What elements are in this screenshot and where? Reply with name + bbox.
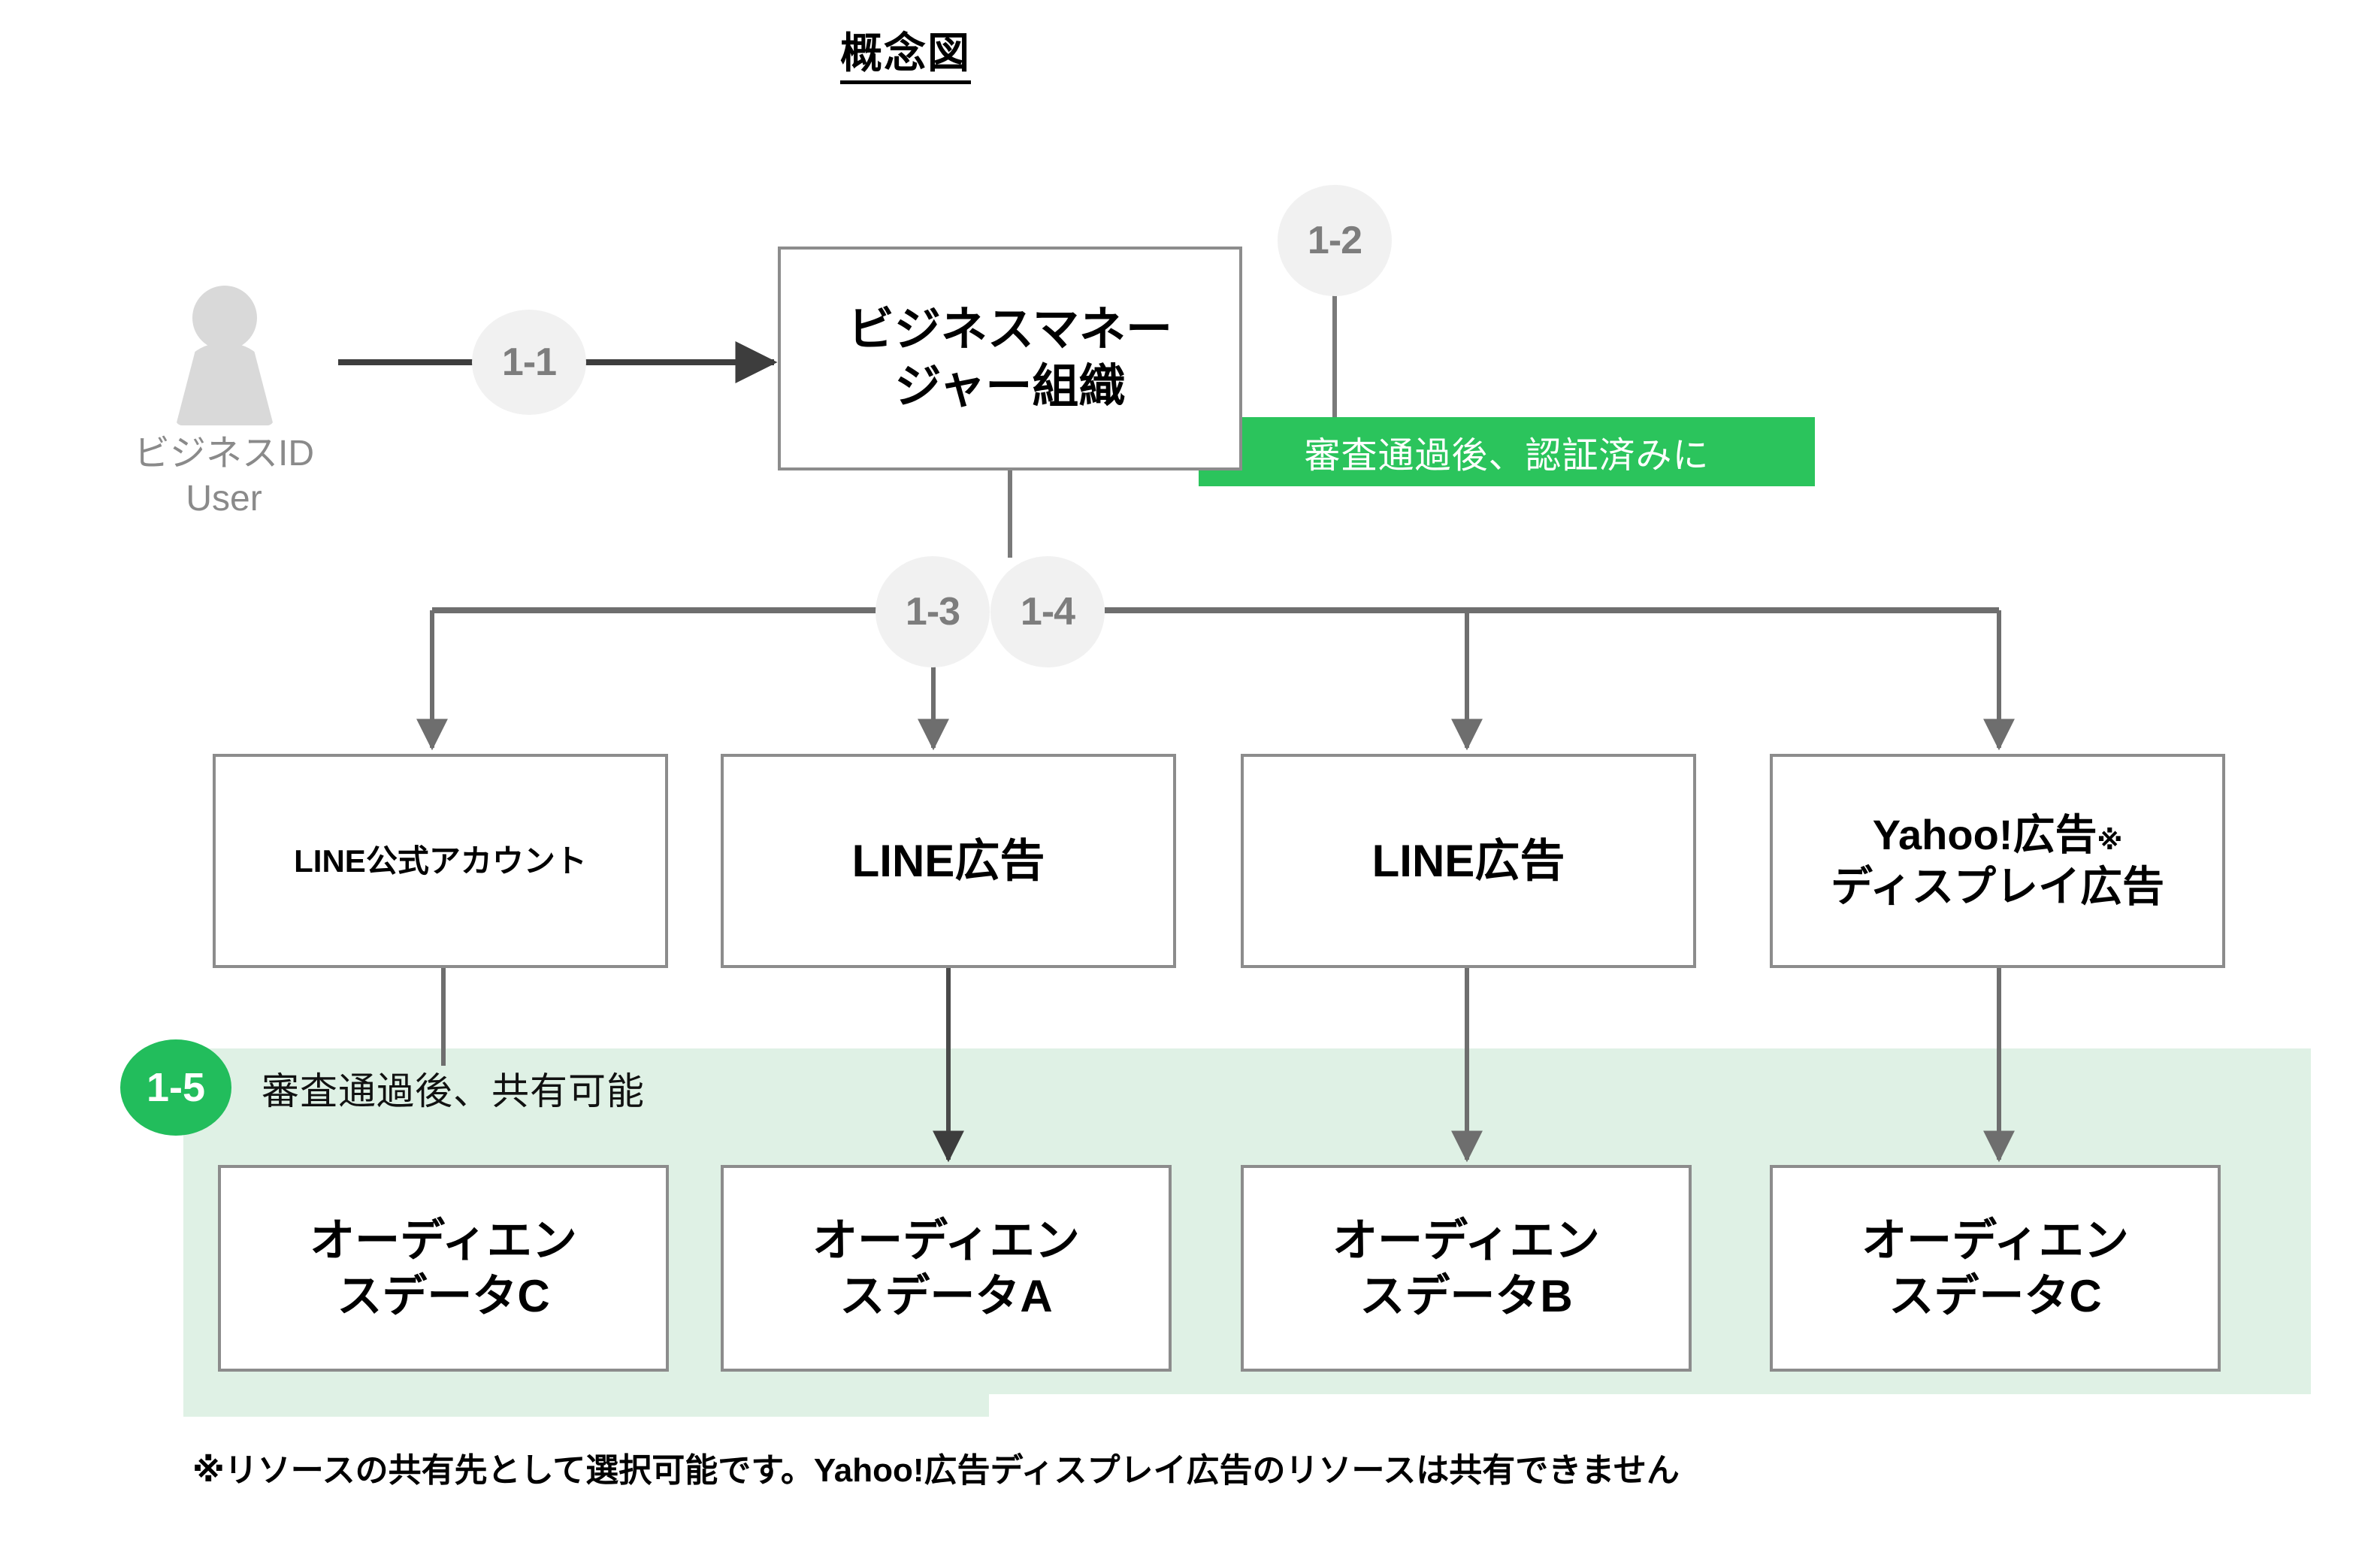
node-line-ads-1-label: LINE広告 bbox=[851, 835, 1045, 886]
actor-label-line2: User bbox=[186, 479, 262, 519]
node-business-manager[interactable]: ビジネスマネー ジャー組織 bbox=[778, 247, 1242, 470]
node-audience-2-line2: スデータA bbox=[839, 1270, 1053, 1321]
node-audience-1-line2: スデータC bbox=[337, 1270, 550, 1321]
page-title: 概念図 bbox=[840, 31, 971, 84]
node-audience-1-line1: オーディエン bbox=[310, 1215, 577, 1266]
node-line-ads-2-label: LINE広告 bbox=[1371, 835, 1565, 886]
footnote: ※リソースの共有先として選択可能です。Yahoo!広告ディスプレイ広告のリソース… bbox=[192, 1452, 1680, 1489]
node-line-ads-1[interactable]: LINE広告 bbox=[721, 754, 1176, 968]
step-badge-1-1[interactable]: 1-1 bbox=[472, 310, 586, 415]
node-yahoo-display-ads[interactable]: Yahoo!広告※ ディスプレイ広告 bbox=[1770, 754, 2225, 968]
node-audience-data-b[interactable]: オーディエン スデータB bbox=[1241, 1165, 1692, 1372]
node-audience-2-line1: オーディエン bbox=[812, 1215, 1080, 1266]
avatar: ビジネスID User bbox=[134, 286, 314, 519]
node-line-ads-2[interactable]: LINE広告 bbox=[1241, 754, 1696, 968]
node-line-official-account-label: LINE公式アカウント bbox=[294, 843, 587, 879]
node-business-manager-line1: ビジネスマネー bbox=[847, 304, 1173, 356]
step-badge-1-3[interactable]: 1-3 bbox=[875, 556, 990, 667]
node-yahoo-display-ads-line1: Yahoo!広告 bbox=[1872, 811, 2097, 859]
step-badge-1-2[interactable]: 1-2 bbox=[1278, 185, 1392, 296]
status-badge-verified: 審査通過後、認証済みに bbox=[1199, 417, 1815, 486]
share-band-note: 審査通過後、共有可能 bbox=[262, 1070, 645, 1112]
node-yahoo-display-ads-line2: ディスプレイ広告 bbox=[1830, 862, 2165, 910]
actor-label-line1: ビジネスID bbox=[134, 434, 315, 473]
step-badge-1-5[interactable]: 1-5 bbox=[120, 1039, 231, 1136]
node-audience-4-line2: スデータC bbox=[1889, 1270, 2102, 1321]
step-badge-1-4[interactable]: 1-4 bbox=[990, 556, 1105, 667]
node-audience-data-a[interactable]: オーディエン スデータA bbox=[721, 1165, 1172, 1372]
user-avatar-icon bbox=[192, 286, 257, 350]
node-line-official-account[interactable]: LINE公式アカウント bbox=[213, 754, 668, 968]
node-business-manager-line2: ジャー組織 bbox=[894, 361, 1126, 413]
node-audience-3-line2: スデータB bbox=[1359, 1270, 1573, 1321]
user-avatar-body-icon bbox=[176, 343, 274, 425]
share-band-lower bbox=[183, 1394, 989, 1417]
node-audience-4-line1: オーディエン bbox=[1861, 1215, 2129, 1266]
footnote-mark-icon: ※ bbox=[2097, 827, 2123, 856]
node-audience-data-c-shared[interactable]: オーディエン スデータC bbox=[218, 1165, 669, 1372]
node-audience-data-c[interactable]: オーディエン スデータC bbox=[1770, 1165, 2221, 1372]
node-audience-3-line1: オーディエン bbox=[1332, 1215, 1600, 1266]
